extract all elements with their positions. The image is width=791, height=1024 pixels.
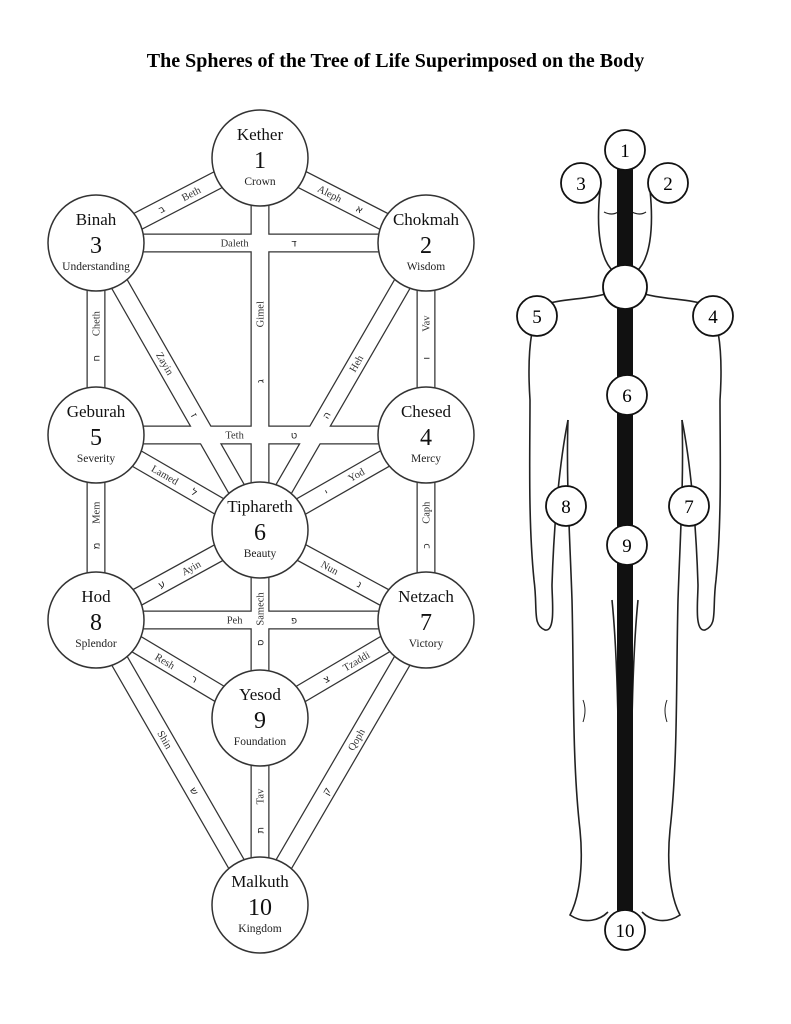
body-marker-number: 10: [616, 921, 635, 942]
path-label: Peh: [227, 616, 244, 627]
body-marker-8: 8: [545, 485, 587, 527]
sephirah-number: 4: [420, 425, 432, 451]
sephirah-number: 10: [248, 895, 272, 921]
hebrew-letter: י: [323, 488, 330, 499]
sephirah-title: Mercy: [411, 453, 441, 465]
sephirah-name: Malkuth: [231, 872, 289, 891]
body-marker-4: 4: [692, 295, 734, 337]
sephirah-title: Beauty: [244, 548, 277, 560]
sephirah-title: Splendor: [75, 638, 117, 650]
body-marker-5: 5: [516, 295, 558, 337]
body-marker-10: 10: [604, 909, 646, 951]
sephirah-number: 1: [254, 148, 266, 174]
body-marker-number: 5: [532, 307, 542, 328]
page-title: The Spheres of the Tree of Life Superimp…: [146, 50, 645, 72]
sephirah-number: 9: [254, 708, 266, 734]
hebrew-letter: פ: [291, 616, 297, 627]
hebrew-letter: א: [354, 203, 365, 216]
hebrew-letter: ג: [256, 379, 267, 383]
hebrew-letter: מ: [92, 543, 103, 550]
path-label: Tav: [256, 788, 267, 804]
hebrew-letter: צ: [322, 673, 333, 686]
sephirah-title: Wisdom: [407, 261, 446, 273]
sephirah-title: Severity: [77, 453, 116, 465]
sephirah-name: Chesed: [401, 402, 452, 421]
sephirah-title: Kingdom: [238, 923, 282, 935]
hebrew-letter: ל: [189, 487, 199, 499]
sephirah-name: Binah: [76, 210, 117, 229]
hebrew-letter: כ: [422, 543, 433, 548]
sephirah-name: Tiphareth: [227, 497, 293, 516]
sephirah-name: Kether: [237, 125, 284, 144]
body-marker-number: 3: [576, 174, 586, 195]
throat-marker: [602, 264, 648, 310]
hebrew-letter: ח: [92, 355, 103, 362]
body-marker-number: 9: [622, 536, 632, 557]
body-marker-number: 7: [684, 497, 694, 518]
path-label: Gimel: [256, 301, 267, 327]
sephirah-title: Foundation: [234, 736, 287, 748]
hebrew-letter: ה: [321, 410, 334, 421]
hebrew-letter: ד: [291, 239, 297, 250]
sephirah-title: Understanding: [62, 261, 130, 273]
hebrew-letter: ו: [422, 357, 433, 360]
sephirah-name: Yesod: [239, 685, 281, 704]
hebrew-letter: ט: [291, 431, 297, 442]
body-marker-number: 6: [622, 386, 632, 407]
body-marker-3: 3: [560, 162, 602, 204]
path-label: Mem: [92, 502, 103, 524]
body-marker-6: 6: [606, 374, 648, 416]
sephirah-number: 2: [420, 233, 432, 259]
hebrew-letter: ס: [256, 640, 267, 647]
path-label: Cheth: [92, 310, 103, 336]
body-marker-7: 7: [668, 485, 710, 527]
hebrew-letter: ב: [157, 204, 167, 217]
body-marker-2: 2: [647, 162, 689, 204]
path-label: Daleth: [221, 239, 250, 250]
sephirah-name: Hod: [81, 587, 111, 606]
sephirah-name: Netzach: [398, 587, 454, 606]
hebrew-letter: ז: [188, 411, 200, 420]
sephirah-title: Crown: [244, 176, 276, 188]
body-marker-1: 1: [604, 129, 646, 171]
sephirah-name: Chokmah: [393, 210, 460, 229]
path-label: Caph: [422, 501, 433, 524]
body-marker-number: 1: [620, 141, 630, 162]
sephirah-number: 7: [420, 610, 432, 636]
sephirah-number: 6: [254, 520, 266, 546]
sephirah-number: 3: [90, 233, 102, 259]
sephirah-name: Geburah: [67, 402, 126, 421]
path-label: Vav: [422, 315, 433, 332]
body-marker-number: 2: [663, 174, 673, 195]
hebrew-letter: ר: [189, 673, 199, 685]
path-label: Samech: [256, 592, 267, 626]
sephirah-title: Victory: [409, 638, 444, 650]
hebrew-letter: ק: [321, 786, 334, 798]
hebrew-letter: נ: [355, 579, 364, 591]
path-label: Teth: [225, 431, 244, 442]
hebrew-letter: ש: [187, 786, 200, 798]
sephirah-number: 8: [90, 610, 102, 636]
sephirah-number: 5: [90, 425, 102, 451]
body-marker-number: 8: [561, 497, 571, 518]
body-marker-number: 4: [708, 307, 718, 328]
hebrew-letter: ע: [157, 579, 168, 592]
hebrew-letter: ת: [256, 827, 267, 834]
body-marker-9: 9: [606, 524, 648, 566]
